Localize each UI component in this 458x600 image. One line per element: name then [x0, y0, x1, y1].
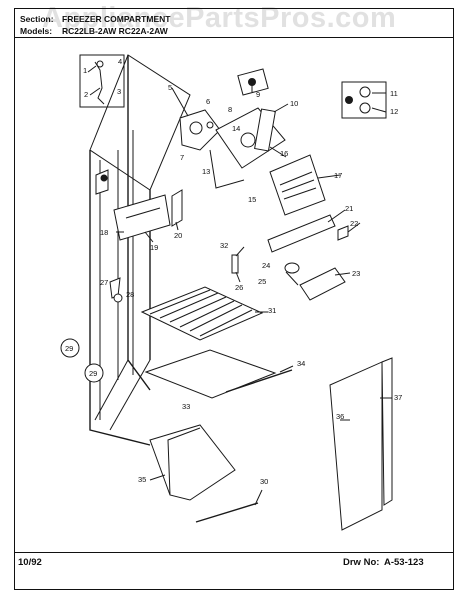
control-housing [179, 68, 269, 151]
callout-14: 14 [232, 124, 240, 133]
callout-3: 3 [117, 87, 121, 96]
callout-16: 16 [280, 149, 288, 158]
callout-6: 6 [206, 97, 210, 106]
shelf-support [113, 189, 183, 241]
callout-20: 20 [174, 231, 182, 240]
callout-28: 28 [126, 290, 134, 299]
freezer-cabinet [89, 54, 191, 446]
glass-shelf [144, 349, 293, 399]
air-duct [269, 154, 326, 216]
callout-32: 32 [220, 241, 228, 250]
shelf-rail [267, 214, 349, 253]
diagram-frame [14, 8, 454, 590]
leader-lines [87, 65, 392, 506]
callout-1: 1 [83, 66, 87, 75]
callout-9: 9 [256, 90, 260, 99]
callout-17: 17 [334, 171, 342, 180]
callout-29a: 29 [65, 344, 73, 353]
watermark: AppliancePartsPros.com [42, 2, 397, 34]
ice-maker-hardware [231, 254, 346, 301]
callout-35: 35 [138, 475, 146, 484]
callout-25: 25 [258, 277, 266, 286]
callout-10: 10 [290, 99, 298, 108]
wire-shelf [140, 286, 264, 341]
drawing-label: Drw No: [343, 557, 380, 568]
callout-21: 21 [345, 204, 353, 213]
callout-29b: 29 [89, 369, 97, 378]
ice-bucket [149, 424, 259, 523]
light-switch-assembly [341, 81, 387, 119]
callout-23: 23 [352, 269, 360, 278]
evaporator-cover [209, 107, 286, 189]
callout-4: 4 [118, 57, 122, 66]
thermostat-capillary [79, 54, 125, 108]
hinge-hardware [109, 277, 123, 303]
callout-22: 22 [350, 219, 358, 228]
callout-27: 27 [100, 278, 108, 287]
model-value: RC22LB-2AW RC22A-2AW [62, 26, 168, 36]
header-divider [14, 37, 454, 38]
callout-26: 26 [235, 283, 243, 292]
model-label: Models: [20, 26, 53, 36]
callout-2: 2 [84, 90, 88, 99]
callout-12: 12 [390, 107, 398, 116]
footer-divider [14, 552, 454, 553]
callout-34: 34 [297, 359, 305, 368]
callout-29a-badge [60, 338, 80, 358]
callout-37: 37 [394, 393, 402, 402]
callout-13: 13 [202, 167, 210, 176]
callout-8: 8 [228, 105, 232, 114]
section-label: Section: [20, 14, 54, 24]
footer-date: 10/92 [18, 557, 42, 568]
callout-7: 7 [180, 153, 184, 162]
section-value: FREEZER COMPARTMENT [62, 14, 171, 24]
callout-36: 36 [336, 412, 344, 421]
callout-5: 5 [168, 83, 172, 92]
door-panel [329, 357, 393, 531]
callout-24: 24 [262, 261, 270, 270]
callout-15: 15 [248, 195, 256, 204]
callout-labels: 1 2 3 4 5 6 7 8 9 10 11 12 13 14 15 16 1… [60, 57, 402, 486]
callout-30: 30 [260, 477, 268, 486]
drawing-number: A-53-123 [384, 557, 424, 568]
callout-18: 18 [100, 228, 108, 237]
callout-11: 11 [390, 89, 398, 98]
callout-19: 19 [150, 243, 158, 252]
callout-29b-badge [84, 363, 104, 383]
callout-31: 31 [268, 306, 276, 315]
callout-33: 33 [182, 402, 190, 411]
